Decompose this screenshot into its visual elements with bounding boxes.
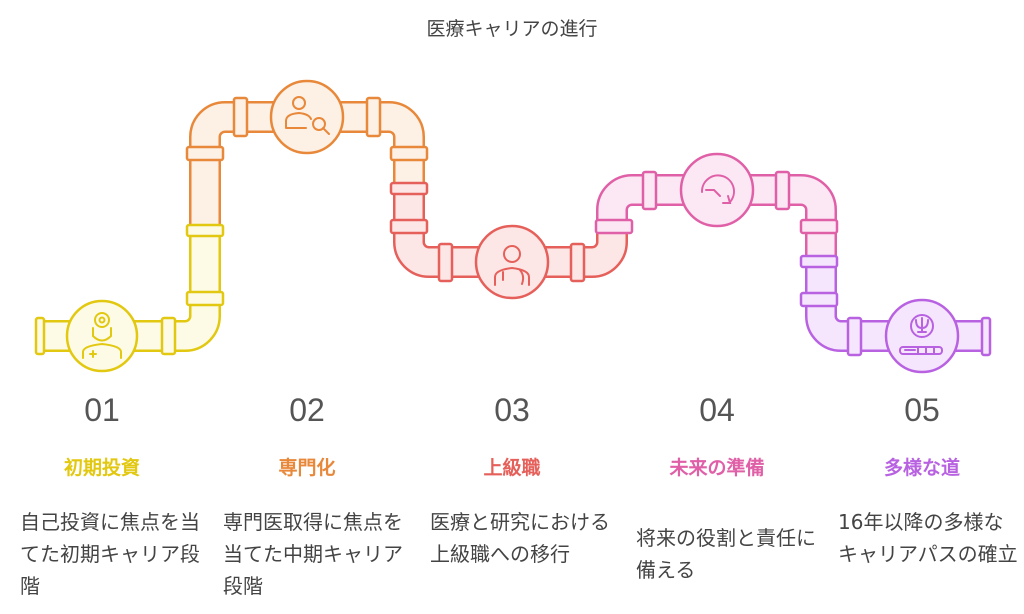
step-description: 16年以降の多様なキャリアパスの確立 [838, 510, 1018, 566]
pipeline-diagram [34, 79, 992, 374]
psychology-symbol-icon [899, 314, 943, 355]
step-1-node [65, 299, 139, 373]
rotate-arrow-icon [700, 174, 735, 204]
step-title: 上級職 [483, 457, 541, 479]
diagram-title: 医療キャリアの進行 [426, 18, 598, 40]
doctor-head-mirror-icon [82, 312, 122, 359]
step-description: 専門医取得に焦点を当てた中期キャリア段階 [223, 510, 403, 598]
step-number: 05 [904, 392, 940, 428]
step-number: 03 [494, 392, 530, 428]
step-number: 04 [699, 392, 735, 428]
step-4-node [679, 152, 755, 228]
step-description: 自己投資に焦点を当てた初期キャリア段階 [20, 510, 200, 598]
step-2-node [269, 79, 345, 155]
step-number: 01 [84, 392, 120, 428]
step-description: 医療と研究における上級職への移行 [430, 510, 610, 566]
step-title: 多様な道 [883, 457, 960, 479]
step-title: 初期投資 [63, 457, 140, 479]
doctor-stethoscope-icon [494, 245, 530, 286]
doctor-search-icon [285, 96, 330, 135]
step-number: 02 [289, 392, 325, 428]
step-title: 専門化 [278, 457, 336, 479]
step-description: 将来の役割と責任に備える [636, 526, 816, 582]
step-title: 未来の準備 [669, 457, 765, 479]
